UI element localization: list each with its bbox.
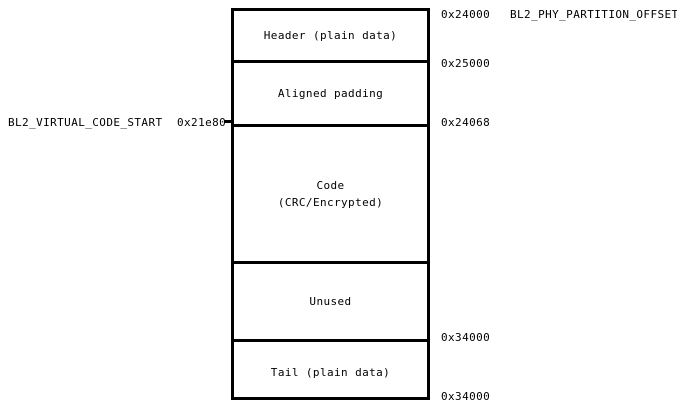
address-label-header-end: 0x25000 <box>441 57 491 70</box>
memory-region-tail-label: Tail (plain data) <box>270 366 391 379</box>
address-label-bottom: 0x34000 <box>441 390 491 403</box>
memory-region-unused-label: Unused <box>309 295 352 308</box>
memory-region-aligned-padding: Aligned padding <box>234 60 427 124</box>
tick-mark-virtual-code-start <box>224 120 233 123</box>
memory-region-aligned-padding-label: Aligned padding <box>277 87 384 100</box>
memory-region-tail: Tail (plain data) <box>234 339 427 403</box>
address-label-tail-start: 0x34000 <box>441 331 491 344</box>
address-label-code-start: 0x24068 <box>441 116 491 129</box>
address-label-top: 0x24000 <box>441 8 491 21</box>
symbol-label-virtual-code-start: BL2_VIRTUAL_CODE_START <box>8 116 163 129</box>
memory-region-code-label: Code <box>316 179 345 192</box>
memory-region-unused: Unused <box>234 261 427 339</box>
memory-region-code: Code (CRC/Encrypted) <box>234 124 427 261</box>
memory-region-header-label: Header (plain data) <box>263 29 398 42</box>
memory-region-header: Header (plain data) <box>234 11 427 60</box>
symbol-label-phy-partition-offset: BL2_PHY_PARTITION_OFFSET <box>510 8 677 21</box>
memory-region-code-sublabel: (CRC/Encrypted) <box>277 196 384 209</box>
address-label-virtual-code-start: 0x21e80 <box>177 116 227 129</box>
memory-column: Header (plain data) Aligned padding Code… <box>231 8 430 400</box>
